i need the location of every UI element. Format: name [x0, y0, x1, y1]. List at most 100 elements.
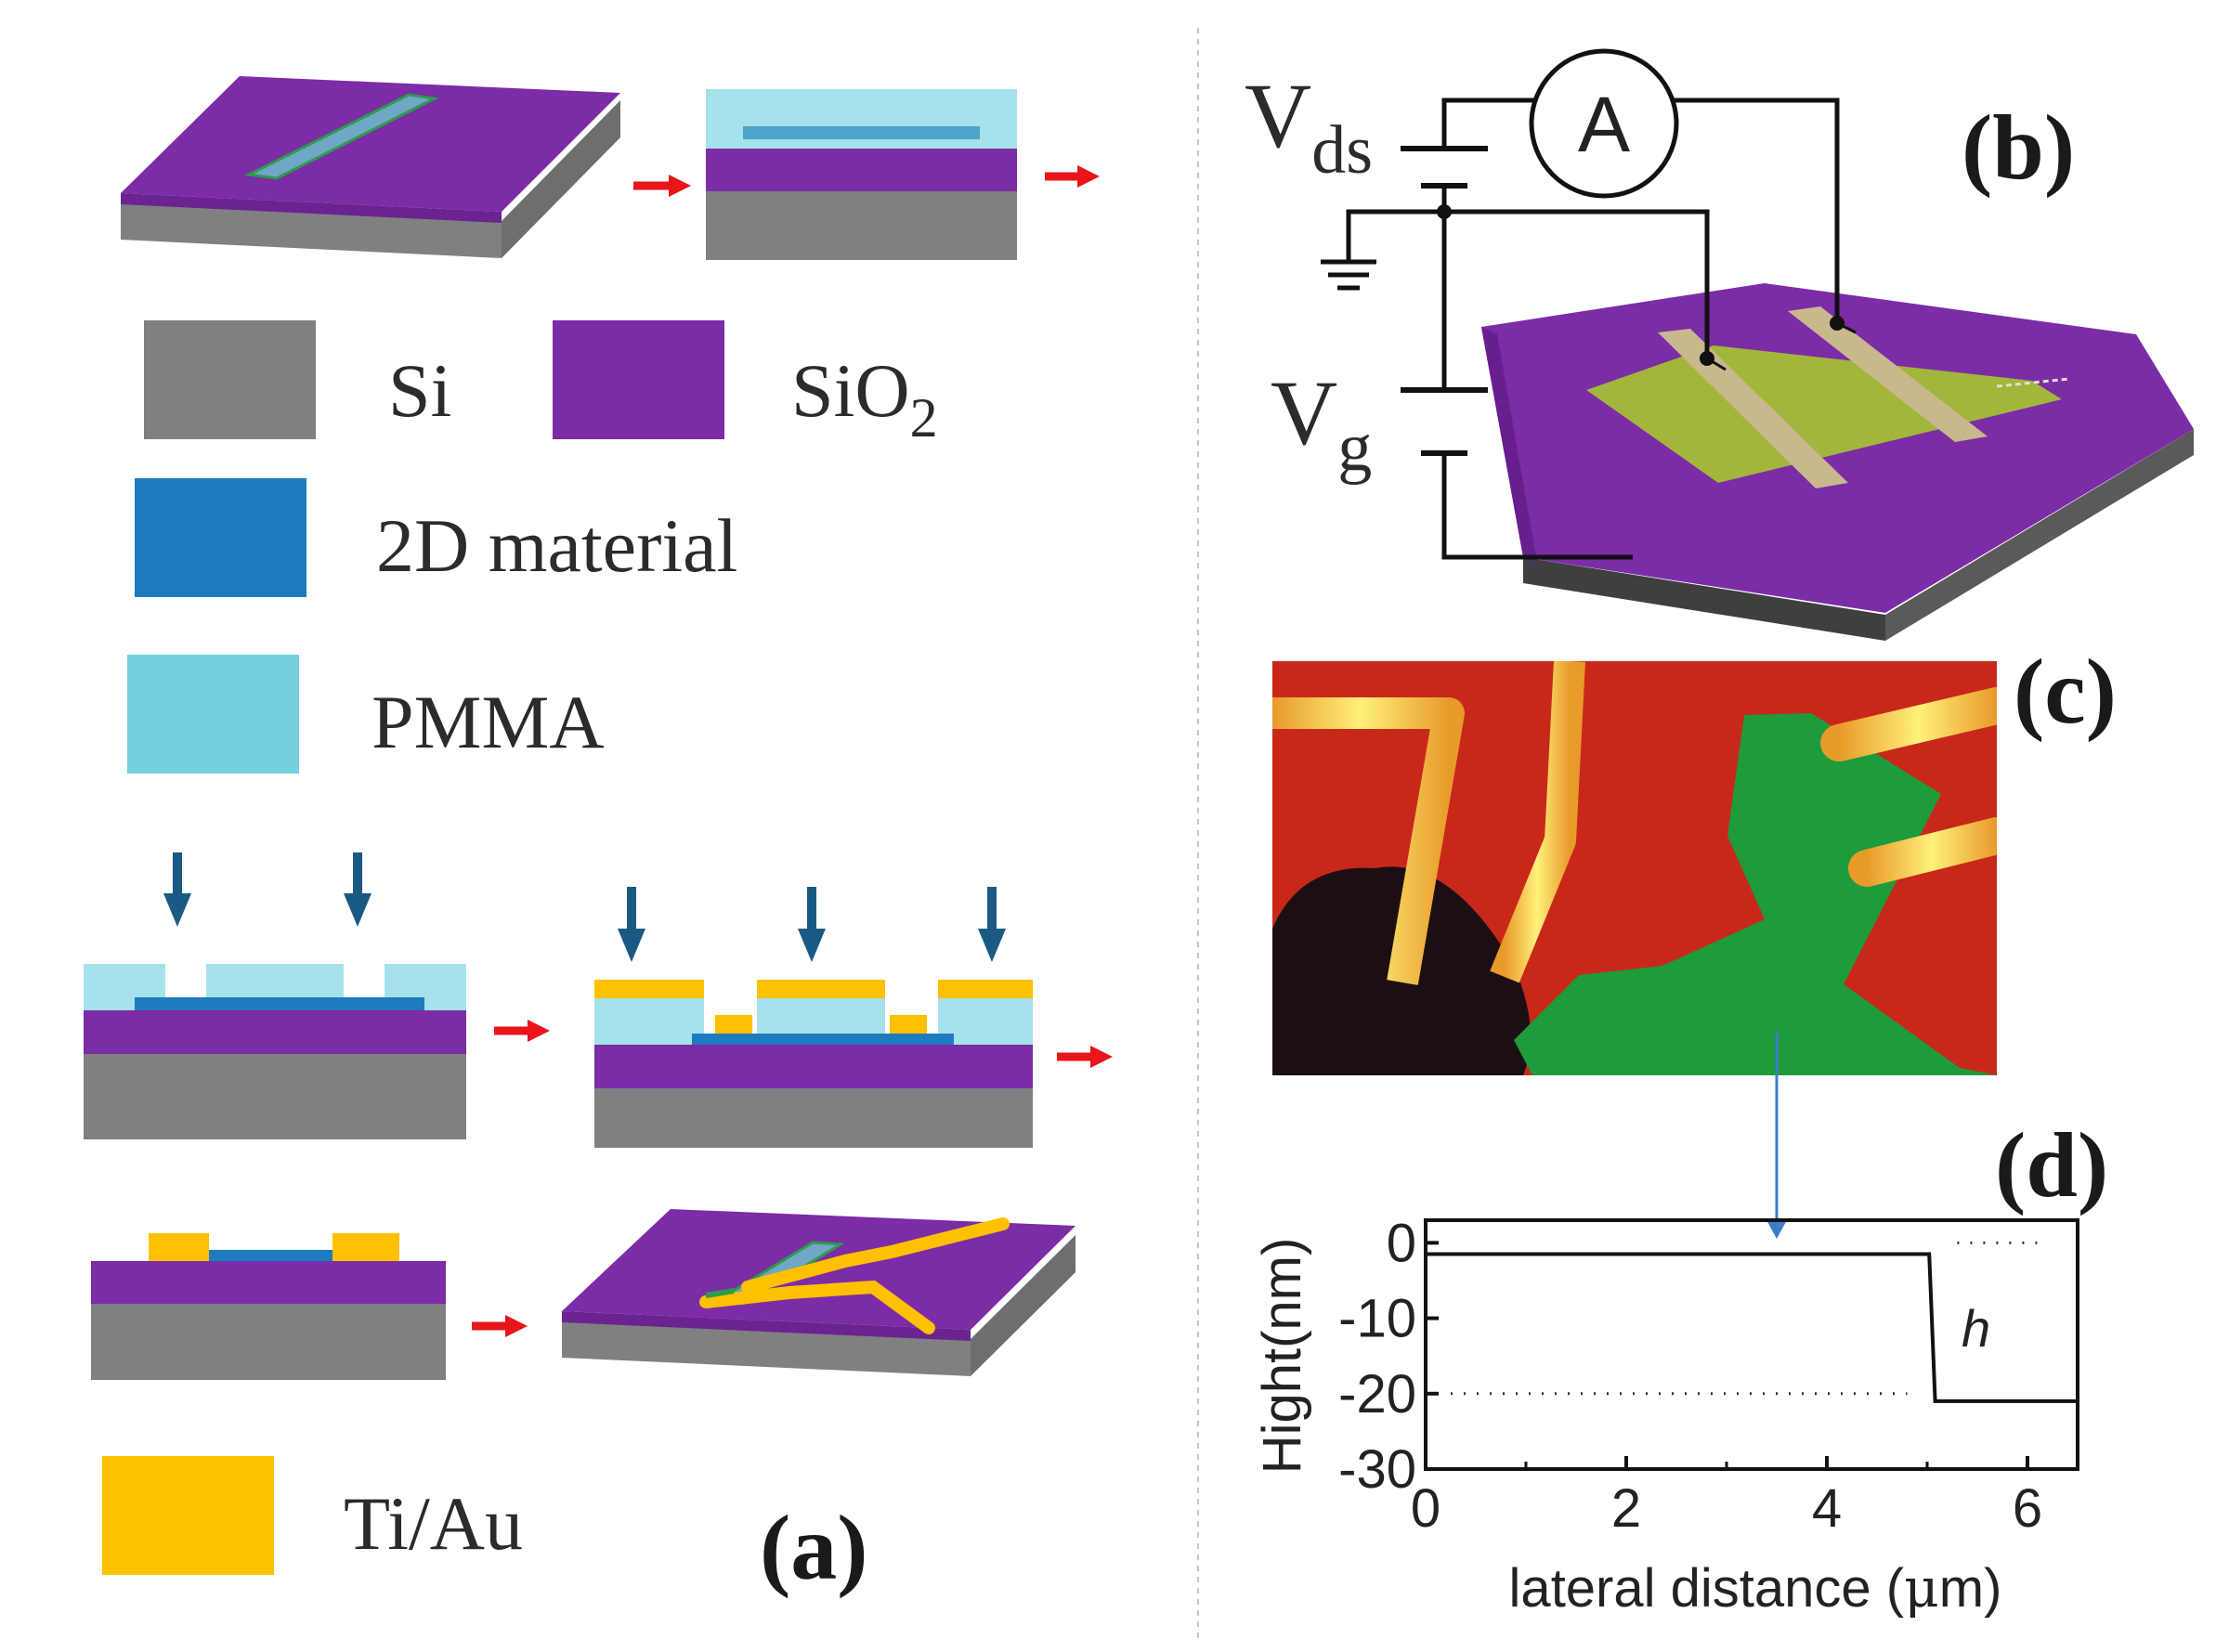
step5-sio2 [91, 1261, 446, 1304]
device-green-flake [1586, 345, 2062, 483]
step4-pmma-right-lower [954, 1034, 1033, 1045]
x-axis-label-suffix: m) [1939, 1558, 2002, 1619]
y-tick-label: -30 [1338, 1439, 1416, 1500]
step6-si-right [971, 1235, 1075, 1376]
optical-lead-2 [1490, 661, 1585, 983]
wire-ground [1346, 209, 1447, 260]
optical-lead-3 [1820, 687, 1997, 761]
step4-metal-contact-left [715, 1015, 752, 1034]
step4-red-arrowhead [1090, 1046, 1113, 1068]
legend-sio2-label: SiO2 [791, 348, 938, 449]
step6-sio2-edge [562, 1311, 971, 1341]
step3-pmma-left-lower [84, 997, 135, 1010]
step6-lead-upper [741, 1217, 1010, 1294]
ammeter-label: A [1578, 81, 1630, 168]
ammeter-icon [1529, 48, 1679, 199]
device-contact-bar-left [1658, 329, 1848, 488]
junction-dot-center [1437, 204, 1452, 219]
step4-metal-top-left [594, 980, 704, 998]
x-tick-label: 0 [1411, 1478, 1440, 1539]
step5-contact-left [149, 1233, 209, 1261]
step2-2d-material [743, 126, 980, 139]
exposure-arrow-1 [163, 852, 191, 927]
step5-2d-material [200, 1250, 346, 1261]
panel-b-label: (b) [1962, 96, 2075, 199]
vds-subscript: ds [1311, 112, 1373, 189]
x-tick-label: 4 [1812, 1478, 1842, 1539]
optical-lead-4 [1848, 817, 1997, 887]
device-contact-bar-right [1788, 306, 1988, 442]
x-tick-label: 2 [1611, 1478, 1641, 1539]
exposure-arrow-2 [344, 852, 372, 927]
exposure-arrow-4 [798, 887, 826, 962]
step3-red-arrowhead [528, 1020, 550, 1042]
step5-contact-right [332, 1233, 399, 1261]
vds-main: V [1245, 64, 1311, 167]
wire-to-probe-left [1447, 209, 1710, 358]
legend-tiau-label: Ti/Au [344, 1481, 523, 1566]
height-profile-line [1426, 1252, 2078, 1403]
legend-si-swatch [144, 320, 316, 439]
step4-pmma-left [594, 998, 704, 1034]
step6-lead-lower [699, 1280, 935, 1334]
panel-a-process: Si SiO2 2D material PMMA Ti/Au [84, 76, 1113, 1599]
vg-label: Vg [1271, 361, 1372, 486]
ground-icon [1321, 259, 1376, 291]
probe-lead-left [1706, 357, 1727, 371]
probe-lead-right [1836, 321, 1857, 334]
x-axis-label: lateral distance (μm) [1509, 1556, 2002, 1619]
step3-pmma-right-lower [424, 997, 466, 1010]
legend-tiau-swatch [102, 1456, 274, 1575]
step3-sio2 [84, 1010, 466, 1054]
panel-c-label: (c) [2014, 640, 2117, 743]
legend-si-label: Si [388, 348, 451, 433]
step2-sio2 [706, 149, 1017, 191]
wire-vg-bottom [1441, 453, 1633, 560]
legend-2d-material-label: 2D material [376, 503, 737, 588]
step1-sio2-edge [121, 193, 502, 223]
step4-metal-deposition [594, 887, 1033, 1148]
panel-b-schematic: A Vds Vg (b) [1245, 48, 2194, 641]
step4-pmma-right [938, 998, 1033, 1034]
step4-pmma-left-lower [594, 1034, 692, 1045]
profile-connector-arrowhead [1766, 1218, 1788, 1239]
device-si-front [1523, 557, 1885, 641]
vg-main: V [1271, 361, 1337, 464]
y-tick-label: 0 [1387, 1213, 1416, 1273]
step1-sio2-top [121, 76, 620, 212]
step6-lead-stub [705, 1288, 735, 1298]
vds-label: Vds [1245, 64, 1373, 189]
step3-2d-material [135, 997, 424, 1010]
step6-device-3d [562, 1209, 1075, 1376]
exposure-arrow-5 [978, 887, 1006, 962]
panel-d-label: (d) [1995, 1113, 2108, 1216]
step4-metal-top-right [938, 980, 1033, 998]
plot-frame [1424, 1218, 2079, 1471]
y-axis-ticks: 0-10-20-30 [1338, 1213, 1439, 1500]
device-si-right [1885, 429, 2194, 641]
y-axis-label: Hight(nm) [1252, 1238, 1312, 1475]
legend-pmma-label: PMMA [372, 680, 605, 764]
step4-si [594, 1088, 1033, 1148]
step4-2d-material [692, 1034, 954, 1045]
exposure-arrow-3 [618, 887, 645, 962]
step4-metal-top-mid [757, 980, 885, 998]
step-height-annotation: h [1962, 1299, 1990, 1358]
legend-2d-material-swatch [135, 478, 306, 597]
step3-exposure [84, 852, 466, 1139]
step3-pmma-mid [206, 964, 344, 997]
optical-flake [1514, 713, 1997, 1075]
step1-substrate-3d [121, 76, 620, 258]
legend-sio2-main: SiO [791, 348, 910, 433]
step1-red-arrowhead [669, 175, 691, 197]
y-tick-label: -20 [1338, 1364, 1416, 1424]
step4-metal-contact-right [890, 1015, 927, 1034]
step2-cross-section [706, 89, 1017, 260]
vg-subscript: g [1337, 410, 1372, 486]
legend-pmma-swatch [127, 655, 299, 774]
x-axis-label-prefix: lateral distance ( [1509, 1558, 1905, 1619]
x-tick-label: 6 [2013, 1478, 2042, 1539]
step2-si [706, 191, 1017, 260]
